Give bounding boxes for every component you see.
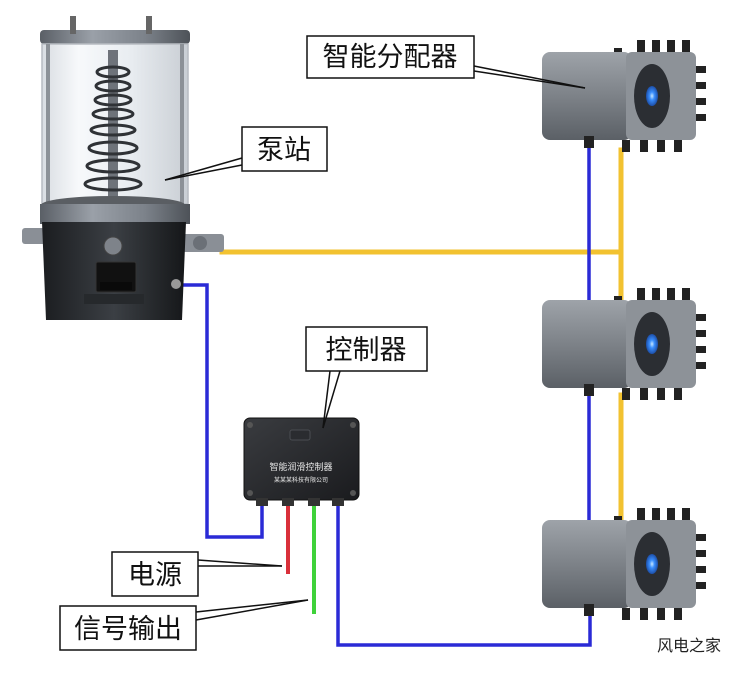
label-distributor: 智能分配器 bbox=[323, 42, 458, 73]
status-led bbox=[646, 554, 658, 574]
controller-maker: 某某某科技有限公司 bbox=[274, 476, 328, 484]
controller-title: 智能润滑控制器 bbox=[269, 461, 332, 473]
distributor-2 bbox=[542, 288, 706, 400]
distributor-1 bbox=[542, 40, 706, 152]
callout-power: 电源 bbox=[111, 551, 283, 597]
status-led bbox=[646, 86, 658, 106]
controller-box: 智能润滑控制器 某某某科技有限公司 bbox=[243, 417, 360, 506]
callout-distributor: 智能分配器 bbox=[306, 35, 586, 89]
callout-pump: 泵站 bbox=[164, 126, 328, 181]
status-led bbox=[646, 334, 658, 354]
callout-controller: 控制器 bbox=[305, 326, 428, 429]
label-controller: 控制器 bbox=[326, 335, 407, 366]
callout-signal: 信号输出 bbox=[59, 599, 309, 651]
watermark: 风电之家 bbox=[657, 636, 722, 655]
distributor-3 bbox=[542, 508, 706, 620]
label-power: 电源 bbox=[128, 560, 182, 591]
signal-wire-pump-to-controller bbox=[176, 283, 264, 539]
signal-wire-controller-to-dist3 bbox=[336, 500, 592, 647]
connection-lines bbox=[176, 146, 624, 647]
distributor-body bbox=[542, 40, 706, 152]
spring bbox=[83, 65, 143, 192]
pump-station bbox=[22, 16, 224, 320]
label-pump: 泵站 bbox=[257, 135, 311, 166]
label-signal: 信号输出 bbox=[74, 614, 182, 645]
